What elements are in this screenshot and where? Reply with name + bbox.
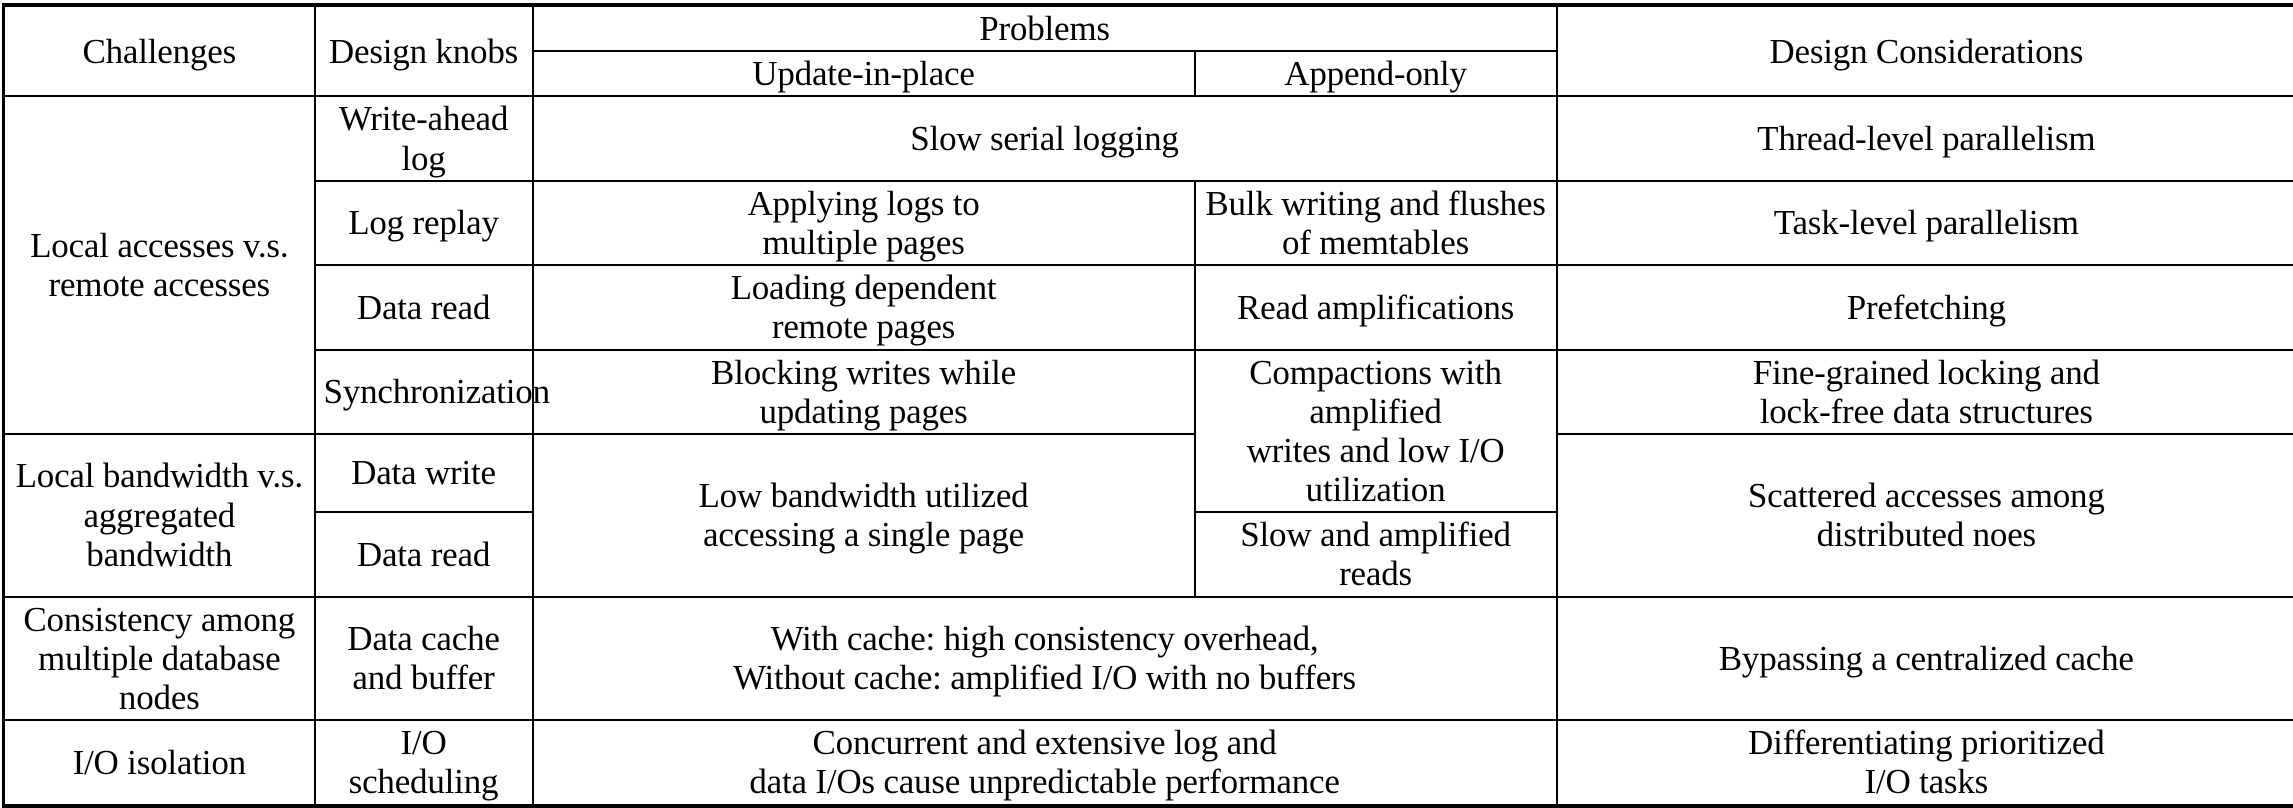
cell-text-line: accessing a single page — [542, 515, 1186, 554]
cell-text-line: Loading dependent — [542, 268, 1186, 307]
table-head: Challenges Design knobs Problems Design … — [4, 5, 2293, 96]
comparison-table: Challenges Design knobs Problems Design … — [2, 3, 2293, 808]
cell-problem-shared: Slow serial logging — [533, 96, 1557, 180]
cell-text-line: Data cache — [324, 619, 524, 658]
cell-text-line: Scattered accesses among — [1566, 476, 2288, 515]
col-header-design-knobs: Design knobs — [315, 5, 533, 96]
cell-text-line: Applying logs to — [542, 184, 1186, 223]
col-header-append-only: Append-only — [1195, 51, 1557, 96]
cell-text-line: Concurrent and extensive log and — [542, 723, 1548, 762]
cell-text-line: remote pages — [542, 307, 1186, 346]
cell-text-line: multiple database nodes — [13, 639, 306, 717]
cell-design-consideration: Scattered accesses among distributed noe… — [1557, 434, 2293, 597]
cell-text-line: With cache: high consistency overhead, — [542, 619, 1548, 658]
header-row-1: Challenges Design knobs Problems Design … — [4, 5, 2293, 51]
cell-text-line: Local accesses v.s. — [13, 226, 306, 265]
cell-update-in-place: Applying logs to multiple pages — [533, 181, 1195, 265]
table-row: Consistency among multiple database node… — [4, 597, 2293, 721]
cell-text-line: Bulk writing and flushes — [1204, 184, 1548, 223]
col-header-update-in-place: Update-in-place — [533, 51, 1195, 96]
cell-append-only: Read amplifications — [1195, 265, 1557, 349]
cell-text-line: lock-free data structures — [1566, 392, 2288, 431]
cell-text-line: distributed noes — [1566, 515, 2288, 554]
cell-text-line: Differentiating prioritized — [1566, 723, 2288, 762]
cell-problem-shared: Concurrent and extensive log and data I/… — [533, 720, 1557, 805]
cell-design-consideration: Task-level parallelism — [1557, 181, 2293, 265]
cell-challenge: Local bandwidth v.s. aggregated bandwidt… — [4, 434, 315, 597]
cell-challenge: Consistency among multiple database node… — [4, 597, 315, 721]
cell-text-line: of memtables — [1204, 223, 1548, 262]
cell-text-line: data I/Os cause unpredictable performanc… — [542, 762, 1548, 801]
cell-design-knob: I/O scheduling — [315, 720, 533, 805]
cell-challenge: Local accesses v.s. remote accesses — [4, 96, 315, 434]
col-header-design-considerations: Design Considerations — [1557, 5, 2293, 96]
cell-problem-shared: With cache: high consistency overhead, W… — [533, 597, 1557, 721]
cell-text-line: updating pages — [542, 392, 1186, 431]
cell-design-consideration: Prefetching — [1557, 265, 2293, 349]
cell-text-line: aggregated bandwidth — [13, 496, 306, 574]
cell-text-line: Consistency among — [13, 600, 306, 639]
cell-append-only: Bulk writing and flushes of memtables — [1195, 181, 1557, 265]
cell-text-line: remote accesses — [13, 265, 306, 304]
cell-text-line: Local bandwidth v.s. — [13, 456, 306, 495]
cell-design-knob: Data read — [315, 512, 533, 596]
cell-design-knob: Write-ahead log — [315, 96, 533, 180]
col-header-problems: Problems — [533, 5, 1557, 51]
cell-design-consideration: Bypassing a centralized cache — [1557, 597, 2293, 721]
cell-challenge: I/O isolation — [4, 720, 315, 805]
cell-append-only: Slow and amplified reads — [1195, 512, 1557, 596]
cell-design-knob: Data write — [315, 434, 533, 512]
cell-text-line: Low bandwidth utilized — [542, 476, 1186, 515]
cell-design-knob: Data cache and buffer — [315, 597, 533, 721]
cell-design-knob: Synchronization — [315, 350, 533, 434]
cell-text-line: Compactions with amplified — [1204, 353, 1548, 431]
col-header-challenges: Challenges — [4, 5, 315, 96]
cell-text-line: I/O tasks — [1566, 762, 2288, 801]
cell-text-line: Blocking writes while — [542, 353, 1186, 392]
cell-text-line: Without cache: amplified I/O with no buf… — [542, 658, 1548, 697]
cell-append-only: Compactions with amplified writes and lo… — [1195, 350, 1557, 513]
table-row: I/O isolation I/O scheduling Concurrent … — [4, 720, 2293, 805]
cell-update-in-place: Low bandwidth utilized accessing a singl… — [533, 434, 1195, 597]
table-container: Challenges Design knobs Problems Design … — [0, 0, 2293, 769]
table-body: Local accesses v.s. remote accesses Writ… — [4, 96, 2293, 805]
cell-design-consideration: Thread-level parallelism — [1557, 96, 2293, 180]
cell-text-line: Fine-grained locking and — [1566, 353, 2288, 392]
cell-design-consideration: Fine-grained locking and lock-free data … — [1557, 350, 2293, 434]
table-row: Data read Loading dependent remote pages… — [4, 265, 2293, 349]
cell-text-line: writes and low I/O utilization — [1204, 431, 1548, 509]
cell-text-line: multiple pages — [542, 223, 1186, 262]
table-row: Local bandwidth v.s. aggregated bandwidt… — [4, 434, 2293, 512]
table-row: Synchronization Blocking writes while up… — [4, 350, 2293, 434]
table-row: Log replay Applying logs to multiple pag… — [4, 181, 2293, 265]
cell-text-line: and buffer — [324, 658, 524, 697]
cell-update-in-place: Loading dependent remote pages — [533, 265, 1195, 349]
cell-design-knob: Log replay — [315, 181, 533, 265]
table-row: Local accesses v.s. remote accesses Writ… — [4, 96, 2293, 180]
cell-design-consideration: Differentiating prioritized I/O tasks — [1557, 720, 2293, 805]
cell-design-knob: Data read — [315, 265, 533, 349]
cell-update-in-place: Blocking writes while updating pages — [533, 350, 1195, 434]
